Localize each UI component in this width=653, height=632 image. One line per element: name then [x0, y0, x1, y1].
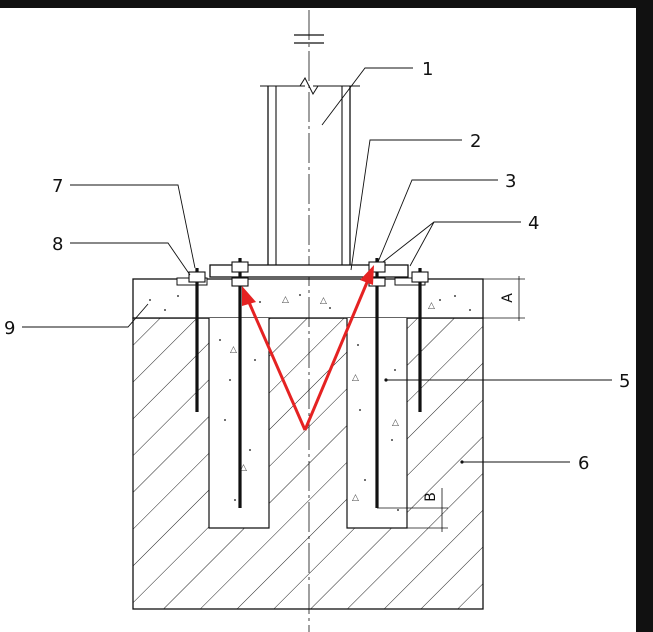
callout-8: 8	[52, 234, 63, 255]
callout-3: 3	[505, 171, 516, 192]
right-border	[636, 0, 653, 632]
svg-text:△: △	[352, 493, 359, 503]
svg-text:△: △	[352, 373, 359, 383]
dimension-b-label: B	[423, 492, 439, 502]
red-arrow-left	[246, 299, 307, 431]
leader-dot-6	[460, 460, 464, 464]
svg-text:△: △	[320, 296, 327, 306]
leader-lines	[22, 67, 612, 463]
svg-text:△: △	[282, 295, 289, 305]
concrete-speckles: △ △ △ △ △ △ △ △	[149, 294, 471, 511]
bolt-nuts	[188, 261, 429, 287]
callout-4: 4	[528, 213, 539, 234]
svg-text:△: △	[392, 418, 399, 428]
dimension-a-label: A	[500, 293, 516, 303]
callout-2: 2	[470, 131, 481, 152]
svg-text:△: △	[428, 301, 435, 311]
red-arrowhead-right	[360, 265, 374, 285]
callout-6: 6	[578, 453, 589, 474]
red-arrowhead-left	[242, 286, 256, 306]
svg-text:△: △	[240, 463, 247, 473]
dimension-a: A	[483, 276, 525, 321]
leader-dot-5	[384, 378, 388, 382]
callout-1: 1	[422, 59, 433, 80]
red-arrow-right	[303, 279, 370, 431]
callout-7: 7	[52, 176, 63, 197]
callout-labels: 1 2 3 4 5 6 7 8 9	[4, 59, 630, 474]
concrete-foundation	[132, 278, 484, 610]
anchor-bolts	[195, 258, 422, 508]
svg-text:△: △	[230, 345, 237, 355]
dimension-b: B	[377, 488, 448, 532]
callout-5: 5	[619, 371, 630, 392]
callout-9: 9	[4, 318, 15, 339]
red-annotation-arrows	[242, 265, 374, 431]
steel-column	[260, 76, 360, 265]
base-plate	[209, 264, 409, 278]
